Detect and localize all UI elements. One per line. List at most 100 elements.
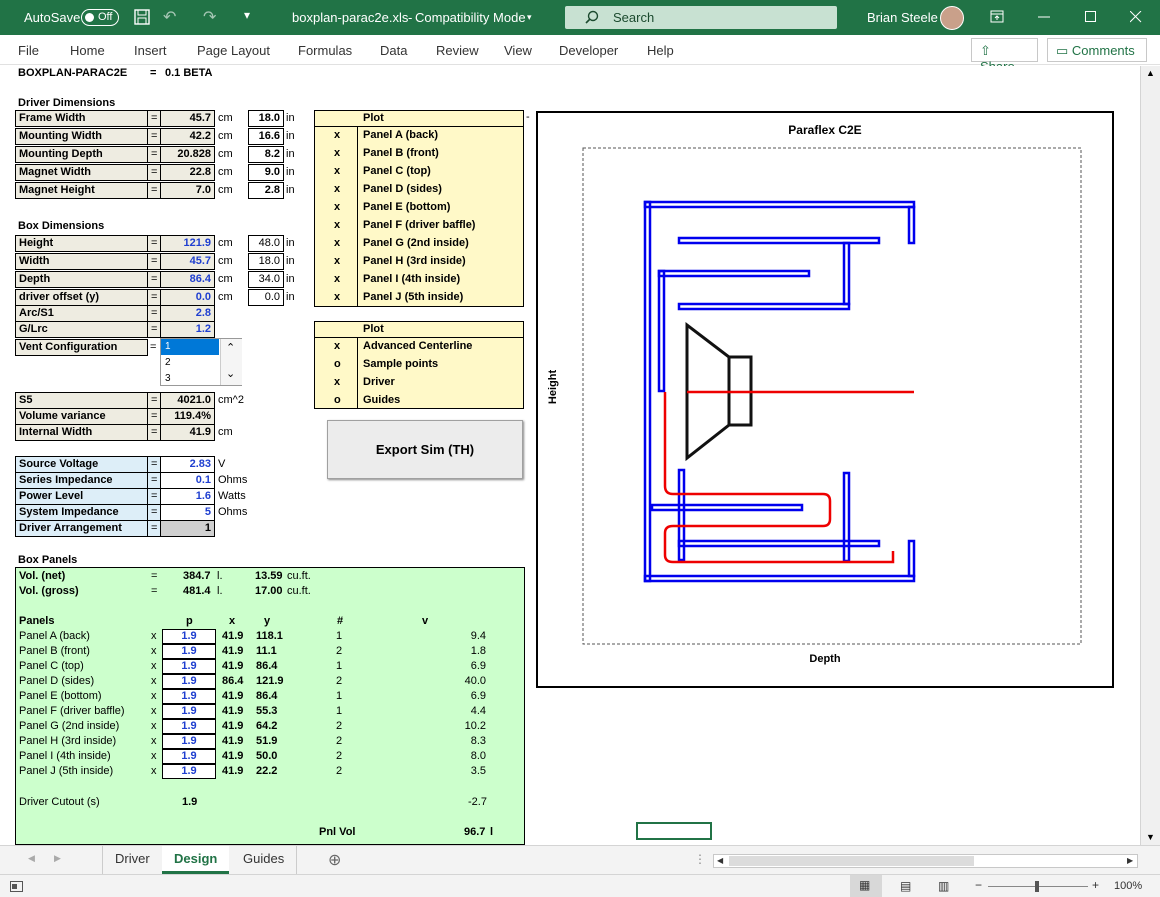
maximize-icon[interactable] [1085,11,1097,23]
vent-config-listbox[interactable]: 1 2 3 ⌃ ⌄ [160,338,242,386]
menu-file[interactable]: File [18,43,39,58]
plot-toggle-mark[interactable]: x [334,291,341,303]
customize-qat-icon[interactable]: ▾ [244,8,251,22]
plot-toggle-mark[interactable]: x [334,201,341,213]
driver-dim-value[interactable]: 20.828 [160,146,215,163]
panel-thickness-input[interactable]: 1.9 [162,689,216,704]
plot-toggle-mark[interactable]: x [334,183,341,195]
search-box[interactable]: Search [565,6,837,29]
zoom-in-icon[interactable]: + [1092,878,1100,892]
menu-formulas[interactable]: Formulas [298,43,353,58]
electrical-value[interactable]: 0.1 [160,472,215,489]
box-dim-value[interactable]: 86.4 [160,271,215,288]
menu-view[interactable]: View [504,43,532,58]
plot-toggle-mark[interactable]: x [334,147,341,159]
menu-page-layout[interactable]: Page Layout [197,43,271,58]
scroll-down-arrow-icon[interactable]: ▼ [1146,832,1155,842]
panel-thickness-input[interactable]: 1.9 [162,749,216,764]
plot-option-mark[interactable]: x [334,376,341,388]
panel-thickness-input[interactable]: 1.9 [162,719,216,734]
scroll-up-icon[interactable]: ⌃ [226,342,236,354]
undo-icon[interactable]: ↶ [163,9,177,26]
box-dim-value[interactable]: 45.7 [160,253,215,270]
chevron-down-icon[interactable]: ▾ [527,12,532,22]
menu-developer[interactable]: Developer [559,43,619,58]
next-sheet-icon[interactable]: ▶ [54,853,61,863]
driver-dim-value[interactable]: 7.0 [160,182,215,199]
scroll-down-icon[interactable]: ⌄ [226,368,236,380]
autosave-toggle[interactable]: Off [81,9,119,26]
electrical-value[interactable]: 2.83 [160,456,215,473]
paraflex-chart[interactable]: Paraflex C2E Depth Height [536,111,1114,688]
plot-toggle-mark[interactable]: x [334,129,341,141]
arc-s1-value[interactable]: 2.8 [160,305,215,322]
panel-thickness-input[interactable]: 1.9 [162,629,216,644]
panel-thickness-input[interactable]: 1.9 [162,764,216,779]
panel-thickness-input[interactable]: 1.9 [162,734,216,749]
tab-guides[interactable]: Guides [231,846,298,874]
horizontal-scrollbar[interactable]: ◀ ▶ [713,854,1138,868]
driver-dim-value[interactable]: 42.2 [160,128,215,145]
ribbon-display-icon[interactable] [990,10,1004,23]
plot-toggle-mark[interactable]: x [334,237,341,249]
page-break-view-icon[interactable]: ▥ [938,879,950,893]
scroll-right-icon[interactable]: ▶ [1127,856,1134,865]
scroll-left-icon[interactable]: ◀ [717,856,724,865]
listbox-scrollbar[interactable]: ⌃ ⌄ [220,339,242,385]
plot-option-mark[interactable]: o [334,358,341,370]
electrical-value[interactable]: 1.6 [160,488,215,505]
page-layout-view-icon[interactable]: ▤ [900,879,912,893]
prev-sheet-icon[interactable]: ◀ [28,853,35,863]
selected-cell[interactable] [636,822,712,840]
vent-option-1[interactable]: 1 [161,339,219,355]
export-sim-button[interactable]: Export Sim (TH) [327,420,523,479]
driver-dim-value[interactable]: 22.8 [160,164,215,181]
user-name[interactable]: Brian Steele [867,10,938,25]
horizontal-scroll-thumb[interactable] [729,856,974,866]
plot-toggle-mark[interactable]: x [334,219,341,231]
comments-button[interactable]: ▭ Comments [1047,38,1147,62]
plot-option-mark[interactable]: o [334,394,341,406]
zoom-slider-thumb[interactable] [1035,881,1039,892]
share-button[interactable]: ⇧ Share [971,38,1038,74]
plot-option-mark[interactable]: x [334,340,341,352]
tab-design[interactable]: Design [162,846,230,874]
box-dim-value[interactable]: 0.0 [160,289,215,306]
add-sheet-icon[interactable]: ⊕ [328,852,342,869]
macro-record-icon[interactable] [10,881,23,892]
panel-volume: 8.0 [470,750,486,762]
panel-thickness-input[interactable]: 1.9 [162,644,216,659]
vent-option-3[interactable]: 3 [165,373,171,384]
vertical-scrollbar[interactable]: ▲ ▼ [1140,66,1160,845]
zoom-out-icon[interactable]: − [975,878,983,892]
menu-data[interactable]: Data [380,43,408,58]
panel-thickness-input[interactable]: 1.9 [162,704,216,719]
panel-thickness-input[interactable]: 1.9 [162,674,216,689]
plot-toggle-mark[interactable]: x [334,165,341,177]
driver-dim-value[interactable]: 45.7 [160,110,215,127]
box-dim-value[interactable]: 121.9 [160,235,215,252]
save-icon[interactable] [134,9,150,25]
tab-driver[interactable]: Driver [102,846,162,874]
menu-home[interactable]: Home [70,43,105,58]
normal-view-button[interactable]: ▦ [850,875,882,897]
panel-thickness-input[interactable]: 1.9 [162,659,216,674]
electrical-value[interactable]: 5 [160,504,215,521]
menu-help[interactable]: Help [647,43,674,58]
worksheet[interactable]: BOXPLAN-PARAC2E = 0.1 BETA Driver Dimens… [0,66,1140,845]
plot-toggle-mark[interactable]: x [334,273,341,285]
plot-toggle-mark[interactable]: x [334,255,341,267]
zoom-level[interactable]: 100% [1114,880,1143,892]
glrc-value[interactable]: 1.2 [160,321,215,338]
splitter-icon[interactable]: ⋮ [694,852,706,866]
vent-option-2[interactable]: 2 [165,357,171,368]
redo-icon[interactable]: ↷ [203,9,217,26]
avatar[interactable] [940,6,964,30]
electrical-value[interactable]: 1 [160,520,215,537]
menu-insert[interactable]: Insert [134,43,167,58]
compatibility-mode[interactable]: Compatibility Mode [415,10,526,25]
menu-review[interactable]: Review [436,43,479,58]
minimize-icon[interactable] [1038,16,1050,18]
scroll-up-arrow-icon[interactable]: ▲ [1146,68,1155,78]
close-icon[interactable] [1130,11,1142,23]
